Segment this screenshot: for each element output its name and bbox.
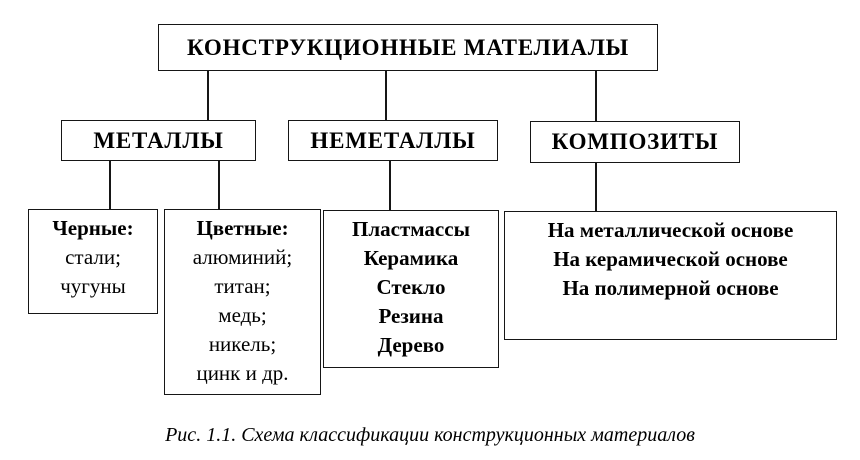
box-nonferrous-metals: Цветные: алюминий; титан; медь; никель; … xyxy=(164,209,321,395)
connector-root-composites xyxy=(595,71,597,122)
box-nonmetals: НЕМЕТАЛЛЫ xyxy=(288,120,498,161)
nonferrous-item: алюминий; xyxy=(192,245,293,269)
box-nonmetals-label: НЕМЕТАЛЛЫ xyxy=(310,127,476,153)
nonmetal-type-item: Керамика xyxy=(363,246,459,270)
box-nonmetal-types: Пластмассы Керамика Стекло Резина Дерево xyxy=(323,210,499,368)
box-composite-types: На металлической основе На керамической … xyxy=(504,211,837,340)
connector-metals-nonferrous xyxy=(218,160,220,209)
box-metals-label: МЕТАЛЛЫ xyxy=(93,127,224,153)
ferrous-item: стали; xyxy=(65,245,121,269)
nonmetal-type-item: Стекло xyxy=(376,275,446,299)
nonmetal-type-item: Дерево xyxy=(377,333,445,357)
connector-root-metals xyxy=(207,71,209,121)
root-box-label: КОНСТРУКЦИОННЫЕ МАТЕЛИАЛЫ xyxy=(186,34,630,60)
box-metals: МЕТАЛЛЫ xyxy=(61,120,256,161)
figure-caption: Рис. 1.1. Схема классификации конструкци… xyxy=(165,424,695,446)
nonferrous-item: цинк и др. xyxy=(196,361,289,385)
ferrous-item: чугуны xyxy=(60,274,126,298)
connector-composites-types xyxy=(595,162,597,211)
nonferrous-heading: Цветные: xyxy=(196,216,289,240)
connector-metals-ferrous xyxy=(109,160,111,209)
nonferrous-item: титан; xyxy=(214,274,271,298)
nonmetal-type-item: Пластмассы xyxy=(352,217,470,241)
box-composites: КОМПОЗИТЫ xyxy=(530,121,740,163)
connector-nonmetals-types xyxy=(389,160,391,210)
ferrous-heading: Черные: xyxy=(52,216,134,240)
nonferrous-item: медь; xyxy=(218,303,267,327)
composite-type-item: На полимерной основе xyxy=(562,276,779,300)
box-composites-label: КОМПОЗИТЫ xyxy=(551,129,719,154)
connector-root-nonmetals xyxy=(385,71,387,121)
root-box-construction-materials: КОНСТРУКЦИОННЫЕ МАТЕЛИАЛЫ xyxy=(158,24,658,71)
composite-type-item: На металлической основе xyxy=(547,218,794,242)
composite-type-item: На керамической основе xyxy=(553,247,788,271)
nonferrous-item: никель; xyxy=(208,332,277,356)
nonmetal-type-item: Резина xyxy=(378,304,444,328)
box-ferrous-metals: Черные: стали; чугуны xyxy=(28,209,158,314)
